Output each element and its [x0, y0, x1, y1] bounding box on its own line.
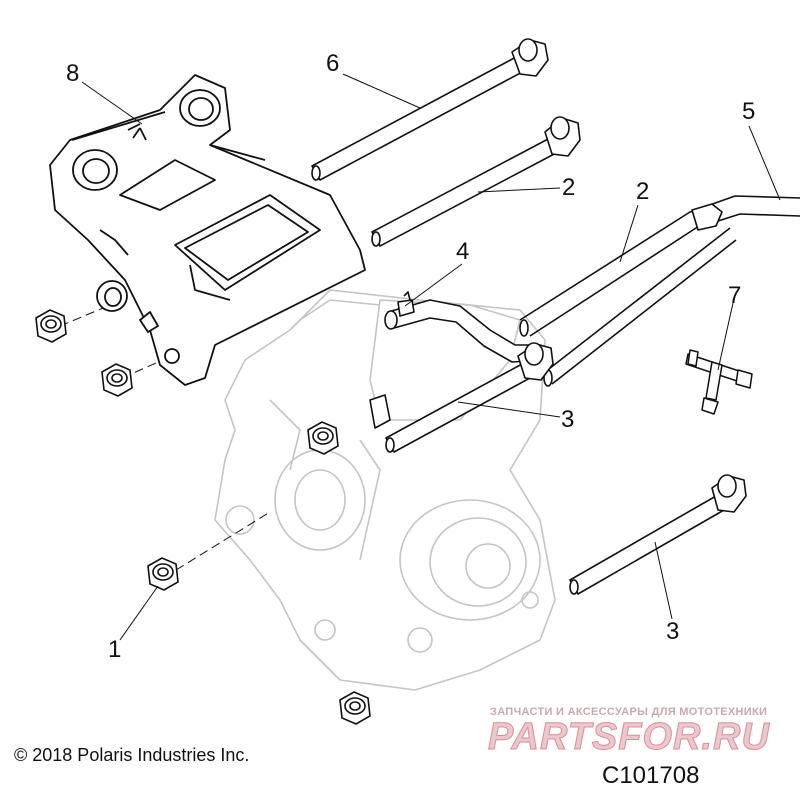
- part-6-bolt: [311, 38, 549, 181]
- callout-3-middle-bolt: 3: [561, 406, 575, 433]
- callout-leader-lines: [81, 73, 781, 641]
- watermark-brand: PARTSFOR.RU: [488, 716, 770, 759]
- part-1-nut-center: [307, 421, 339, 455]
- part-5-tube: [519, 195, 800, 337]
- part-1-nut-left-top: [35, 309, 67, 343]
- figure-id: C101708: [602, 762, 700, 789]
- copyright-notice: © 2018 Polaris Industries Inc.: [14, 745, 250, 765]
- part-3-bolt-middle: [369, 342, 554, 453]
- callout-4: 4: [456, 238, 470, 265]
- part-8-mount-bracket: [49, 74, 366, 386]
- part-7-t-fitting: [685, 349, 753, 415]
- watermark-tagline: ЗАПЧАСТИ И АКСЕССУАРЫ ДЛЯ МОТОТЕХНИКИ: [490, 706, 768, 718]
- callout-2-upper-bolt: 2: [562, 174, 576, 201]
- part-2-bolt-upper: [371, 116, 581, 247]
- transmission-housing-ghost: [214, 289, 556, 691]
- callout-6: 6: [326, 50, 340, 77]
- part-1-nut-left-mid: [101, 363, 133, 397]
- part-3-bolt-lower: [569, 474, 747, 595]
- callout-1: 1: [108, 636, 122, 663]
- callout-3-lower-bolt: 3: [666, 618, 680, 645]
- part-1-nut-callout: [147, 557, 179, 591]
- part-1-nut-bottom: [339, 691, 371, 725]
- callout-7: 7: [728, 282, 742, 309]
- callout-5: 5: [742, 98, 756, 125]
- callout-8: 8: [66, 60, 80, 87]
- callout-2-tube: 2: [636, 178, 650, 205]
